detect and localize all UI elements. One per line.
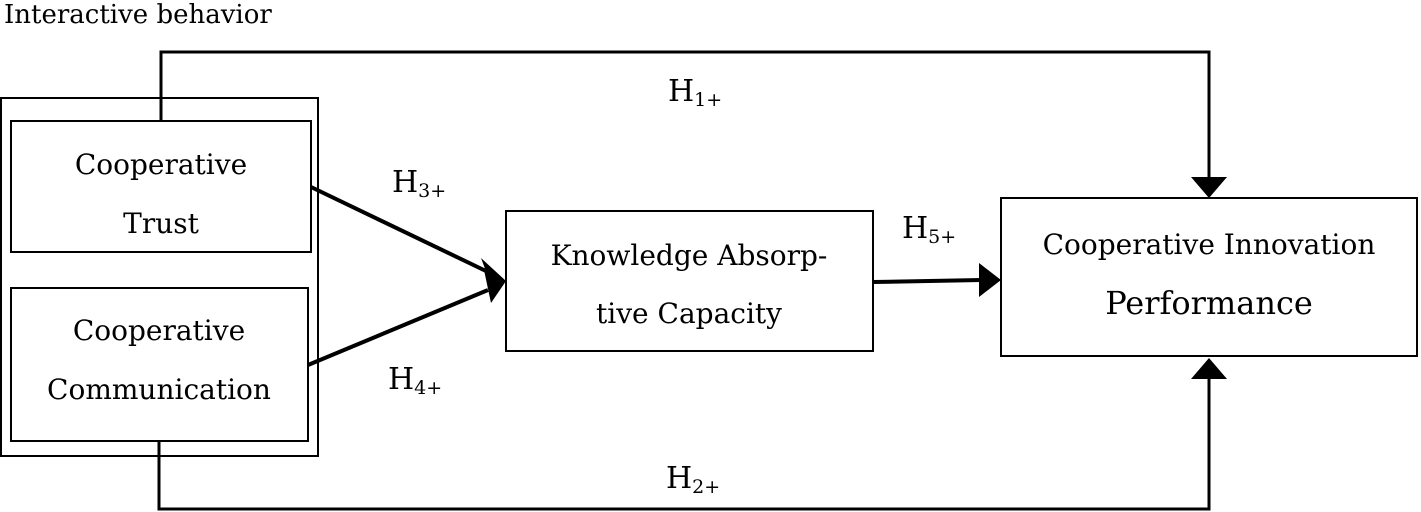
- h4-arrowhead: [484, 270, 506, 303]
- cooperative-communication-box: [10, 287, 309, 442]
- h4-label: H4+: [388, 362, 442, 399]
- h5-arrow-line: [872, 278, 983, 284]
- h1-path: [159, 50, 1211, 180]
- cooperative-innovation-performance-line1: Cooperative Innovation: [1043, 228, 1376, 261]
- h4-arrow-line: [307, 288, 489, 367]
- h1-arrowhead: [1191, 177, 1227, 198]
- h5-arrowhead: [979, 263, 1001, 297]
- h1-label: H1+: [668, 74, 722, 111]
- cooperative-innovation-performance-line2: Performance: [1105, 284, 1313, 322]
- h3-label: H3+: [392, 165, 446, 202]
- knowledge-absorptive-capacity-box: [505, 210, 874, 352]
- cooperative-innovation-performance-box: [1000, 197, 1418, 357]
- h5-label: H5+: [902, 211, 956, 248]
- cooperative-trust-line1: Cooperative: [75, 148, 247, 181]
- knowledge-absorptive-capacity-line2: tive Capacity: [596, 297, 782, 330]
- h3-arrow-line: [310, 185, 489, 274]
- knowledge-absorptive-capacity-line1: Knowledge Absorp-: [551, 239, 828, 272]
- cooperative-communication-line1: Cooperative: [73, 314, 245, 347]
- h2-label: H2+: [666, 461, 720, 498]
- group-title: Interactive behavior: [4, 0, 272, 30]
- cooperative-trust-line2: Trust: [123, 207, 199, 240]
- h2-path: [157, 376, 1211, 511]
- cooperative-trust-box: [10, 120, 312, 253]
- cooperative-communication-line2: Communication: [47, 373, 271, 406]
- h2-arrowhead: [1191, 358, 1227, 379]
